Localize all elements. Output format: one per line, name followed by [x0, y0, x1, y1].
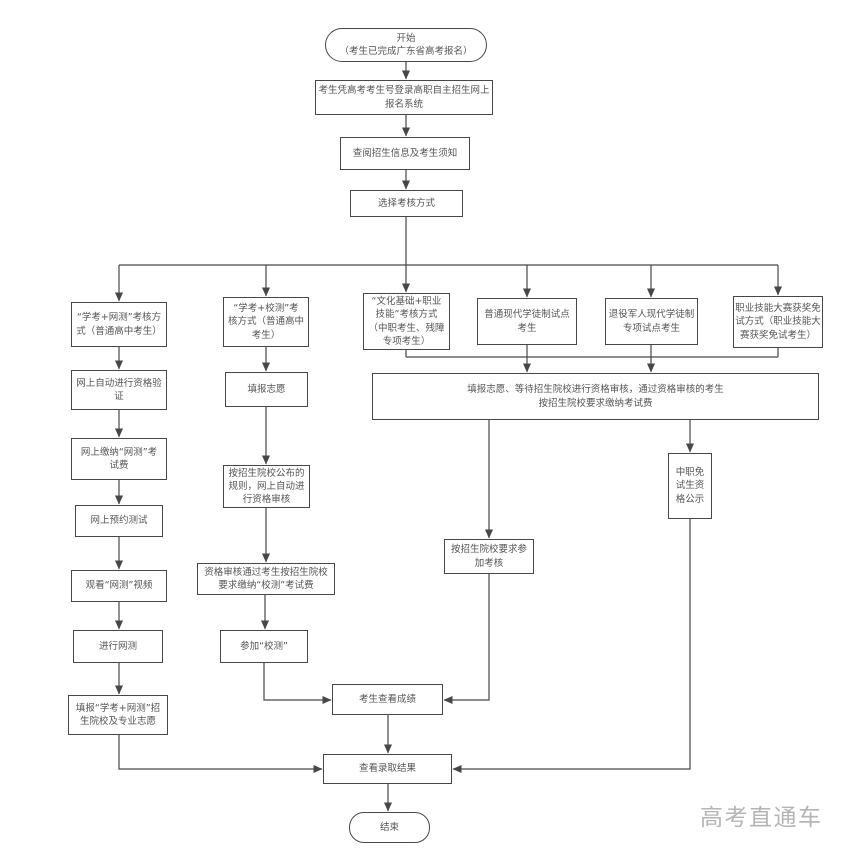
- node-method-xuekao-xiaoce: “学考+校测”考 核方式（普通高中 考生）: [223, 297, 309, 347]
- node-method-putong-xuetu: 普通现代学徒制试点 考生: [477, 298, 577, 345]
- node-fill-wish-wait-review: 填报志愿、等待招生院校进行资格审核，通过资格审核的考生 按招生院校要求缴纳考试费: [372, 373, 819, 420]
- connector: [118, 735, 323, 773]
- node-start: 开始 （考生已完成广东省高考报名）: [325, 28, 487, 62]
- node-login-system: 考生凭高考考生号登录高职自主招生网上 报名系统: [315, 80, 493, 115]
- node-view-result: 查看录取结果: [323, 754, 452, 784]
- connector: [443, 574, 490, 704]
- watermark-gaokao-zhitongche: 高考直通车: [700, 805, 823, 831]
- node-end: 结束: [349, 812, 430, 843]
- node-method-jineng-dasai: 职业技能大赛获奖免 试方式（职业技能大 赛获奖免试考生）: [733, 296, 823, 348]
- node-method-xuekao-wangce: “学考+网测”考核方 式（普通高中考生）: [71, 302, 167, 347]
- node-choose-method: 选择考核方式: [350, 190, 463, 217]
- node-watch-video: 观看“网测”视频: [71, 570, 167, 602]
- node-view-score: 考生查看成绩: [332, 684, 443, 715]
- node-fill-wish: 填报志愿: [225, 372, 308, 407]
- node-auto-review: 按招生院校公布的 规则，网上自动进 行资格审核: [223, 465, 310, 508]
- node-join-xiaoce: 参加“校测”: [220, 630, 308, 663]
- node-method-wenhua-jineng: “文化基础+职业 技能”考核方式 （中职考生、残障 专项考生）: [363, 293, 450, 350]
- node-join-exam: 按招生院校要求参 加考核: [444, 539, 534, 574]
- connector: [263, 663, 332, 704]
- node-read-info: 查阅招生信息及考生须知: [340, 137, 470, 170]
- connector: [452, 519, 691, 773]
- node-zhongzhi-publicity: 中职免 试生资 格公示: [668, 453, 712, 519]
- node-pay-wangce-fee: 网上缴纳“网测”考 试费: [71, 438, 167, 480]
- node-pay-xiaoce-fee: 资格审核通过考生按招生院校 要求缴纳“校测”考试费: [197, 563, 335, 595]
- node-fill-wangce-wish: 填报“学考+网测”招 生院校及专业志愿: [68, 695, 168, 735]
- node-method-tuiyi-junren: 退役军人现代学徒制 专项试点考生: [605, 298, 698, 345]
- node-online-verify: 网上自动进行资格验 证: [71, 370, 167, 410]
- node-online-reserve: 网上预约测试: [75, 505, 163, 537]
- connectors: [115, 62, 782, 812]
- node-do-wangce: 进行网测: [73, 630, 163, 663]
